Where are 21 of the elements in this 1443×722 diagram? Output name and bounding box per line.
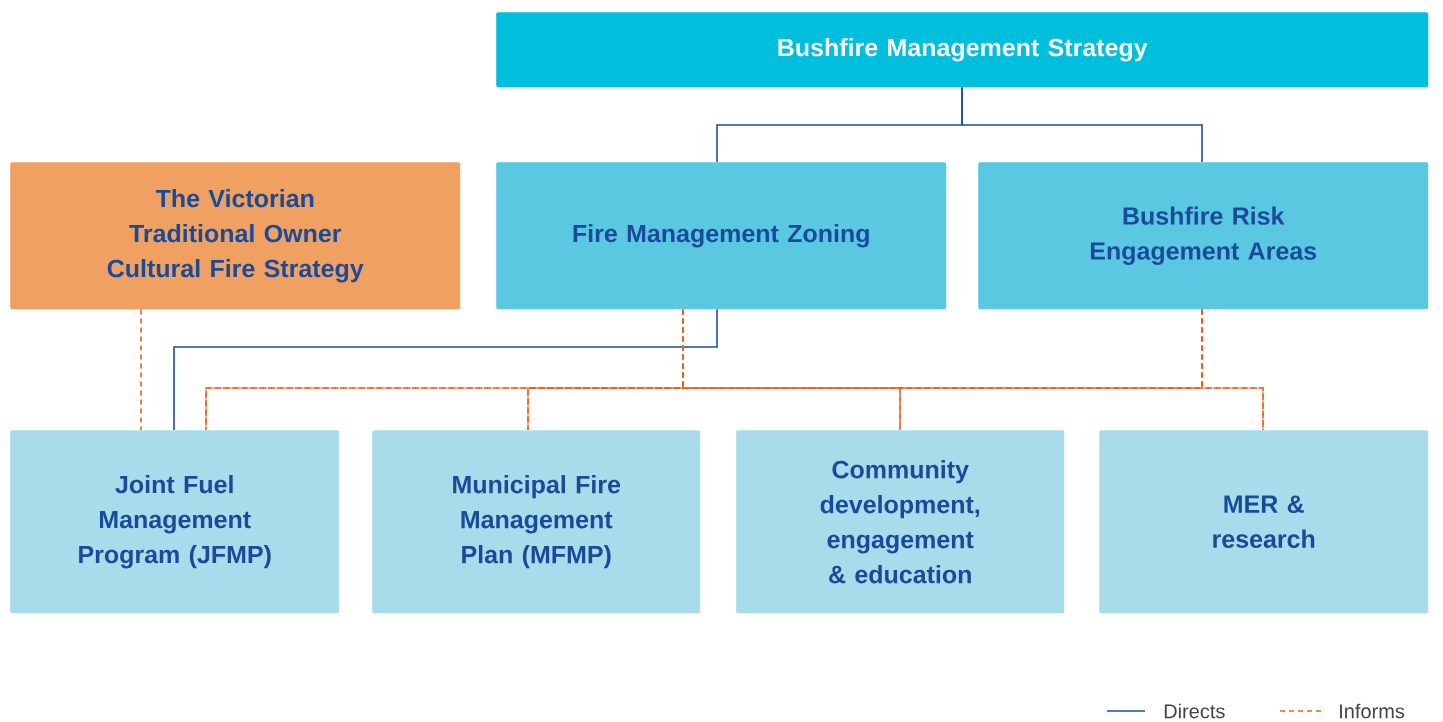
box-label: Bushfire Risk Engagement Areas	[1090, 206, 1317, 265]
program-box	[736, 430, 1065, 614]
connector-line	[1201, 308, 1264, 431]
box-label: Joint Fuel Management Program (JFMP)	[79, 475, 271, 569]
box-label: The Victorian Traditional Owner Cultural Fire Strategy	[107, 189, 364, 283]
legend-label: Informs	[1340, 703, 1405, 719]
box-label: Fire Management Zoning	[573, 224, 869, 248]
zone-box	[978, 162, 1429, 310]
connector-line	[140, 308, 142, 431]
zone-box	[496, 162, 947, 310]
program-box	[372, 430, 701, 614]
box-label: Bushfire Management Strategy	[778, 38, 1148, 62]
header-box	[496, 12, 1429, 88]
box-label: Municipal Fire Management Plan (MFMP)	[453, 475, 621, 569]
strategy-box	[10, 162, 461, 310]
program-box	[1099, 430, 1429, 614]
legend-label: Directs	[1164, 703, 1225, 719]
box-label: Community development, engagement & education	[820, 460, 980, 584]
program-box	[10, 430, 340, 614]
connector-line	[961, 86, 1203, 163]
box-label: MER & research	[1213, 495, 1315, 548]
